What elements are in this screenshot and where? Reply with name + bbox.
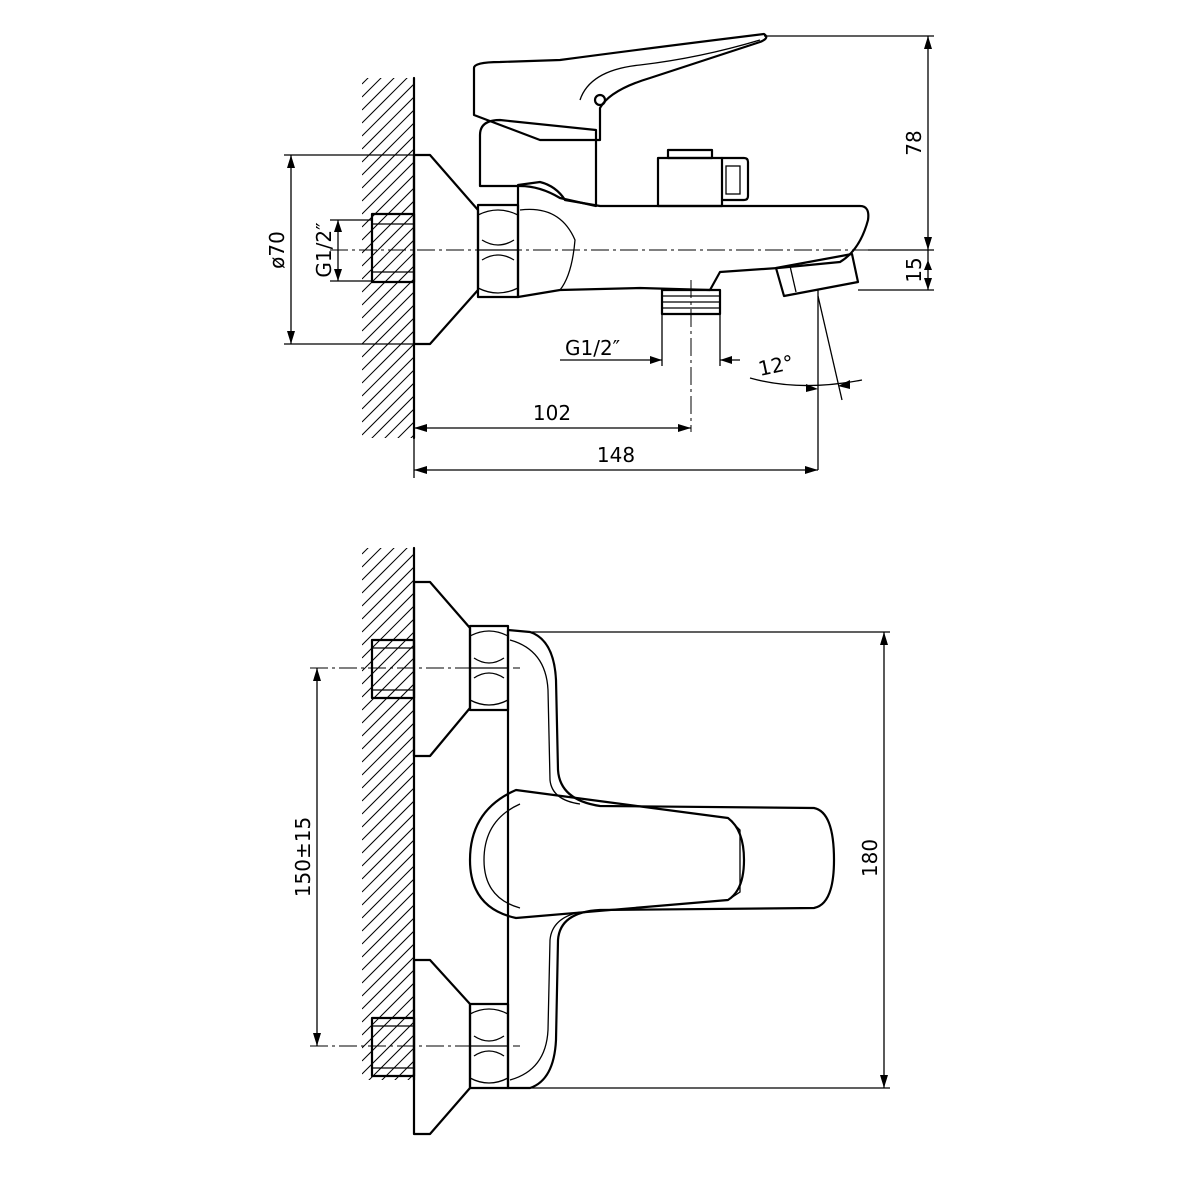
label-body-width: 180 <box>858 839 882 877</box>
mixer-body-side <box>516 180 870 299</box>
dim-outlet-thread: G1/2″ <box>560 314 740 366</box>
label-angle: 12° <box>756 350 796 381</box>
label-inlet-thread: G1/2″ <box>312 222 336 277</box>
dim-offset-102: 102 <box>414 401 691 432</box>
upper-inlet-plan <box>370 580 510 758</box>
dim-spout-drop-15: 15 <box>858 250 934 291</box>
cartridge-housing-side <box>478 118 598 208</box>
label-height: 78 <box>902 130 926 155</box>
mixer-body-plan <box>506 628 836 1090</box>
dim-body-width: 180 <box>530 631 890 1089</box>
dim-angle-12: 12° <box>749 290 863 470</box>
dim-inlet-spacing: 150±15 <box>291 668 321 1046</box>
label-spout-drop: 15 <box>902 257 926 282</box>
diverter-knob-side <box>656 148 750 208</box>
dim-height-78: 78 <box>764 35 934 251</box>
dim-diameter-70: ø70 <box>265 154 414 345</box>
dim-length-148: 148 <box>413 438 818 478</box>
hex-nut-top <box>476 203 520 299</box>
label-length: 148 <box>597 443 635 467</box>
side-elevation-view: ø70 G1/2″ 78 15 <box>265 32 934 478</box>
label-diameter: ø70 <box>265 231 289 269</box>
label-inlet-spacing: 150±15 <box>291 817 315 897</box>
lower-inlet-plan <box>370 958 510 1136</box>
dim-inlet-thread: G1/2″ <box>312 219 372 282</box>
spout-aerator-side <box>774 252 860 298</box>
label-outlet-thread: G1/2″ <box>565 336 620 360</box>
label-offset: 102 <box>533 401 571 425</box>
lever-handle-plan <box>468 788 746 920</box>
lever-handle-side <box>472 32 768 142</box>
plan-view: 150±15 180 <box>291 546 890 1136</box>
